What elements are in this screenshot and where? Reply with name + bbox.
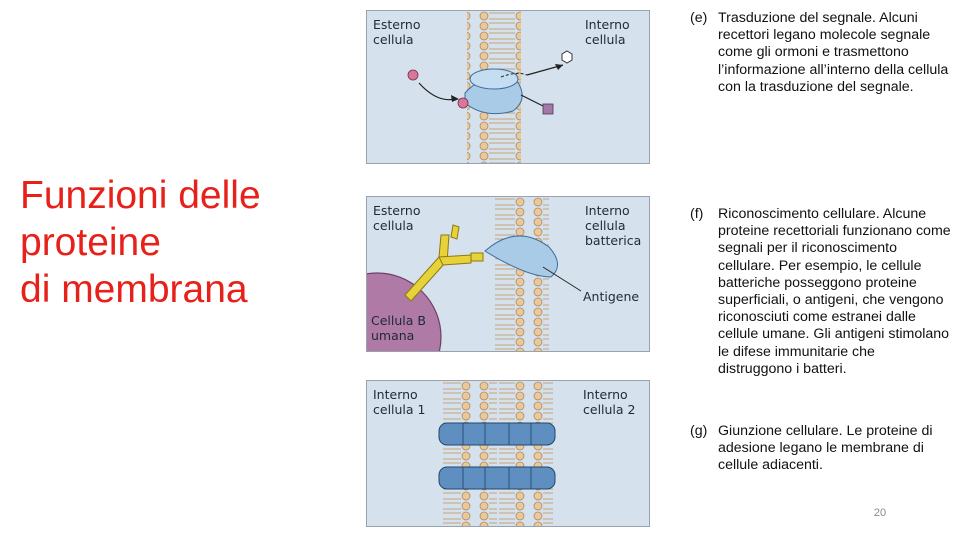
panel-f-cell-label: Cellula B umana: [371, 313, 426, 343]
cell-recognition-drawing: [367, 197, 582, 351]
illustration-cell-junction: Interno cellula 1 Interno cellula 2: [366, 380, 650, 527]
panel-f-antigen-label: Antigene: [583, 289, 640, 304]
title-line-1: Funzioni delle: [20, 174, 261, 217]
caption-f-text: Riconoscimento cellulare. Alcune protein…: [718, 206, 951, 377]
panel-f-left-label: Esterno cellula: [373, 203, 421, 233]
caption-f-letter: (f): [690, 206, 704, 222]
slide-title: Funzioni delle proteine di membrana: [20, 172, 350, 313]
cell-junction-drawing: [438, 381, 556, 526]
panel-g-left-label: Interno cellula 1: [373, 387, 426, 417]
page-number: 20: [873, 507, 887, 519]
panel-e-right-label: Interno cellula: [585, 17, 630, 47]
caption-signal-transduction: (e) Trasduzione del segnale. Alcuni rece…: [690, 10, 952, 96]
caption-cell-recognition: (f) Riconoscimento cellulare. Alcune pro…: [690, 206, 952, 378]
caption-e-letter: (e): [690, 10, 708, 26]
illustration-signal-transduction: Esterno cellula Interno cellula: [366, 10, 650, 164]
caption-g-letter: (g): [690, 423, 708, 439]
title-line-3: di membrana: [20, 268, 248, 311]
panel-e-left-label: Esterno cellula: [373, 17, 421, 47]
signal-transduction-drawing: [407, 11, 573, 163]
title-line-2: proteine: [20, 221, 161, 264]
caption-cell-junction: (g) Giunzione cellulare. Le proteine di …: [690, 423, 952, 475]
illustration-cell-recognition: Esterno cellula Interno cellula batteric…: [366, 196, 650, 352]
panel-f-right-label: Interno cellula batterica: [585, 203, 642, 248]
caption-e-text: Trasduzione del segnale. Alcuni recettor…: [718, 10, 949, 95]
panel-g-right-label: Interno cellula 2: [583, 387, 636, 417]
caption-g-text: Giunzione cellulare. Le proteine di ades…: [718, 423, 933, 474]
